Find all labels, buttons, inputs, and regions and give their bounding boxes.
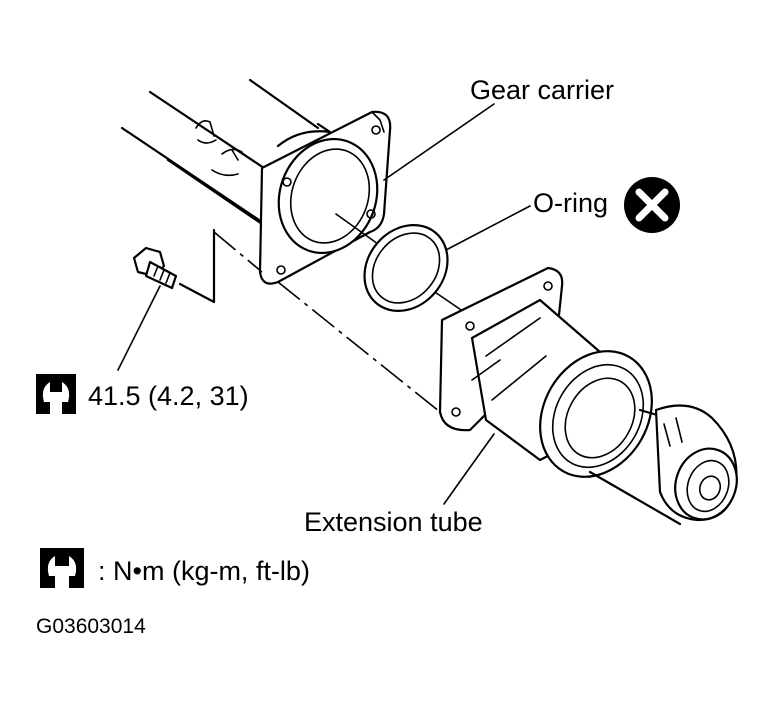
torque-wrench-icon bbox=[40, 548, 84, 588]
figure-id: G03603014 bbox=[36, 615, 146, 638]
center-axis-1 bbox=[335, 213, 379, 245]
label-torque-value: 41.5 (4.2, 31) bbox=[88, 381, 249, 411]
bolt-alignment-line bbox=[213, 231, 441, 413]
legend-torque-units: : N•m (kg-m, ft-lb) bbox=[98, 556, 310, 586]
bolt-zigzag-line bbox=[178, 228, 216, 304]
o-ring-part bbox=[363, 224, 449, 312]
bolt-part bbox=[132, 246, 178, 290]
torque-wrench-icon bbox=[36, 374, 76, 414]
label-gear-carrier: Gear carrier bbox=[470, 75, 614, 105]
extension-tube-part bbox=[438, 266, 738, 526]
leader-extension-tube bbox=[443, 433, 495, 505]
leader-gear-carrier bbox=[383, 103, 495, 181]
label-extension-tube: Extension tube bbox=[304, 507, 483, 537]
leader-o-ring bbox=[445, 205, 531, 251]
label-o-ring: O-ring bbox=[533, 188, 608, 218]
leader-bolt bbox=[117, 285, 161, 371]
gear-carrier-part bbox=[120, 78, 392, 285]
do-not-reuse-x-icon bbox=[624, 177, 680, 233]
